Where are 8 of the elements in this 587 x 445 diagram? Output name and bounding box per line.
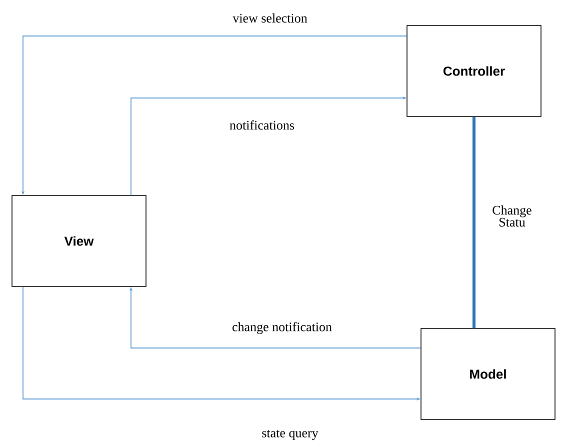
edge-label: Change Statu — [488, 204, 536, 228]
edge-label: state query — [260, 428, 320, 442]
component-box: View — [12, 195, 146, 287]
component-box: Model — [420, 328, 556, 420]
edge-label: notifications — [228, 119, 296, 131]
edge-label: change notification — [231, 321, 333, 335]
component-box: Controller — [406, 25, 542, 117]
edge-label: view selection — [232, 12, 308, 24]
